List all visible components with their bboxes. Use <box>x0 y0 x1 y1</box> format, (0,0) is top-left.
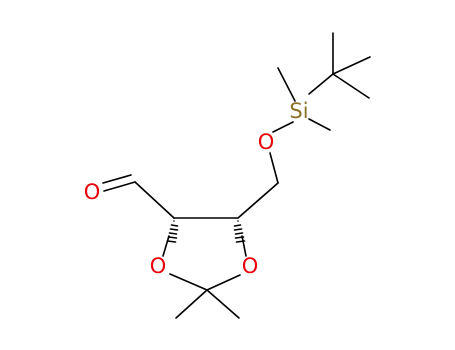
hashed-bond-left <box>166 220 179 243</box>
silyl-ether-chain <box>237 152 279 219</box>
bond-cho-double-1 <box>103 181 136 192</box>
gem-dimethyl-group <box>175 289 240 319</box>
dioxolane-ring <box>162 217 247 291</box>
atom-label-o-ether: O <box>258 130 275 154</box>
silicon-substituents <box>272 67 331 133</box>
bond-ring-to-cho <box>134 181 175 219</box>
bond-ring-c5-o <box>241 235 247 257</box>
atom-labels: Si O O O O <box>84 99 309 278</box>
bond-tbu-quaternary-methyl-bottom <box>332 73 370 99</box>
atom-label-o-ring-left: O <box>150 254 167 278</box>
bond-si-methyl-top <box>277 67 296 102</box>
bond-si-to-oxygen <box>272 121 294 133</box>
bond-ring-o-c2-right <box>206 274 241 291</box>
bond-tbu-quaternary-methyl-right <box>332 56 371 75</box>
bond-tbu-to-si <box>308 73 334 95</box>
hashed-bond-right <box>233 220 246 243</box>
bond-ch2-to-ring <box>237 182 279 219</box>
tert-butyl-group <box>308 32 371 99</box>
bond-oxygen-to-ch2 <box>269 152 279 184</box>
atom-label-o-aldehyde: O <box>84 180 101 204</box>
bond-si-methyl-right <box>308 118 331 131</box>
atom-label-o-ring-right: O <box>242 254 259 278</box>
bond-ring-c2-o-left <box>169 273 208 291</box>
aldehyde-group <box>102 174 175 219</box>
bond-c2-methyl-left <box>175 289 208 319</box>
stereo-hashes <box>166 220 246 243</box>
bond-cho-double-2 <box>102 174 132 184</box>
bond-ring-o-c4 <box>162 235 170 257</box>
bond-c2-methyl-right <box>206 289 240 319</box>
atom-label-si: Si <box>289 99 308 123</box>
